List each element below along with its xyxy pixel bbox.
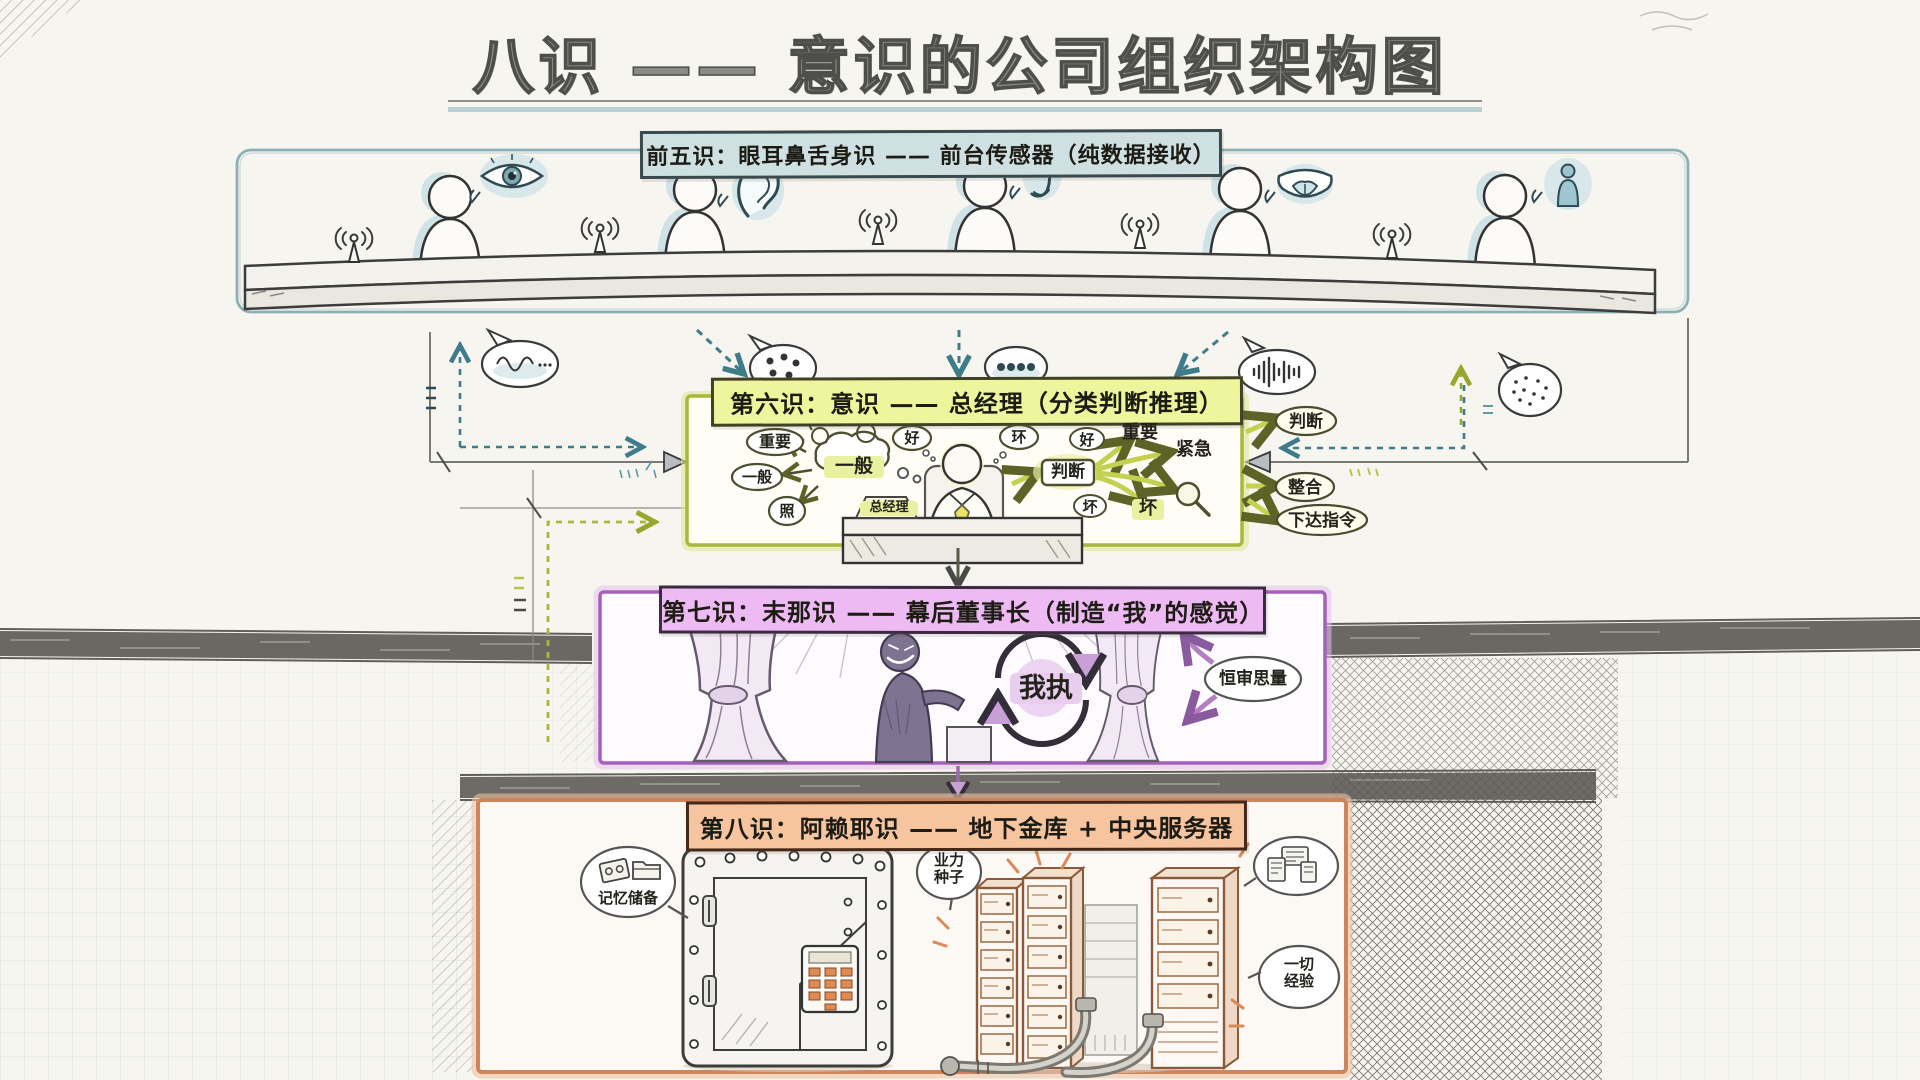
section-five-senses [235,148,1690,742]
scatter-dots-bubble [1497,351,1563,418]
section-sixth-mind [681,391,1369,583]
judge-label: 判断 [1051,462,1085,482]
grin [886,654,915,664]
experience-label: 一切 经验 [1283,955,1314,991]
banner-seventh-manas: 第七识：末那识 —— 幕后董事长（制造“我”的感觉） [658,585,1267,635]
vault-door [681,846,894,1072]
seed-label: 业力 种子 [933,851,964,887]
desk-plate-label: 总经理 [860,500,918,516]
title-underline [448,100,1482,112]
fan-bad-bubble [1073,494,1107,518]
wifi-antenna-icon [1372,223,1412,259]
reflection-label: 恒审思量 [1219,669,1287,689]
cloud-label: 一般 [824,455,884,478]
eye-icon [469,154,548,204]
server-racks [932,842,1274,1079]
folder-icon [632,861,661,880]
wifi-antenna-icon [580,217,620,253]
output-integrate: 整合 [1288,478,1322,498]
waveform-bubble [480,327,560,389]
pipes [940,997,1164,1079]
keypad [800,944,860,1014]
memory-label: 记忆储备 [597,889,658,907]
feedback-right [1243,318,1689,477]
tag-third-bubble [767,495,807,527]
fan-urgent: 紧急 [1176,439,1212,460]
tag-important-bubble [745,427,805,457]
magnifier-icon [1175,481,1211,517]
ego-label: 我执 [1010,673,1082,705]
shadow-chairman [874,631,966,764]
feedback-left [426,332,689,479]
records-bubble [1243,835,1340,897]
thought-good: 好 [904,429,920,447]
mind-outputs [1246,405,1369,537]
output-judge-bubble [1274,405,1338,437]
tag-important: 重要 [758,432,791,451]
document-icon [1267,857,1286,882]
output-integrate-bubble [1274,471,1336,503]
podium [946,726,992,763]
output-command: 下达指令 [1288,511,1356,531]
section-eighth-alaya [471,793,1353,1079]
fan-bubble-bad: 坏 [1082,498,1098,516]
banner-sixth-mind: 第六识：意识 —— 总经理（分类判断推理） [710,376,1244,427]
tag-ordinary-bubble [730,462,784,492]
audio-bars-bubble [1237,335,1317,396]
banner-five-senses: 前五识：眼耳鼻舌身识 —— 前台传感器（纯数据接收） [639,128,1223,180]
ground-band-mid [459,769,1597,803]
ground-band-right [1324,617,1920,658]
page-title: 八识 —— 意识的公司组织架构图 [472,29,1448,104]
output-judge: 判断 [1289,412,1323,432]
tag-third: 照 [779,502,795,520]
feedback-seventh-to-sixth [460,470,686,742]
tag-ordinary: 一般 [741,468,772,486]
note-card-icon [1281,846,1309,866]
thought-good-bubble [891,424,936,462]
body-icon [1531,158,1592,210]
tongue-icon [1264,164,1333,204]
ground-band-left [0,628,593,664]
thought-bad: 环 [1011,428,1027,446]
front-desk-counter [243,249,1657,315]
page-icon [1300,861,1317,883]
output-command-bubble [1275,503,1369,537]
rack-2 [1020,865,1086,1071]
wifi-antenna-icon [858,209,898,245]
hinges [702,895,717,1007]
fan-bubble-good: 好 [1079,431,1095,449]
wifi-antenna-icon [1120,213,1160,249]
fan-good-bubble [1069,427,1105,451]
fan-bad: 坏 [1132,498,1164,520]
judgement-fan [1012,427,1211,518]
sense-to-mind-arrows [695,328,1229,372]
reflection-bubble [1187,639,1303,717]
cassette-icon [598,857,631,884]
fan-important: 重要 [1122,422,1158,443]
experience-bubble [1247,944,1341,1010]
banner-eighth-alaya: 第八识：阿赖耶识 —— 地下金库 + 中央服务器 [685,800,1248,852]
wifi-antenna-icon [334,227,374,263]
memory-bubble [579,845,689,919]
thought-bad-bubble [993,423,1040,464]
rack-3 [1148,866,1242,1070]
